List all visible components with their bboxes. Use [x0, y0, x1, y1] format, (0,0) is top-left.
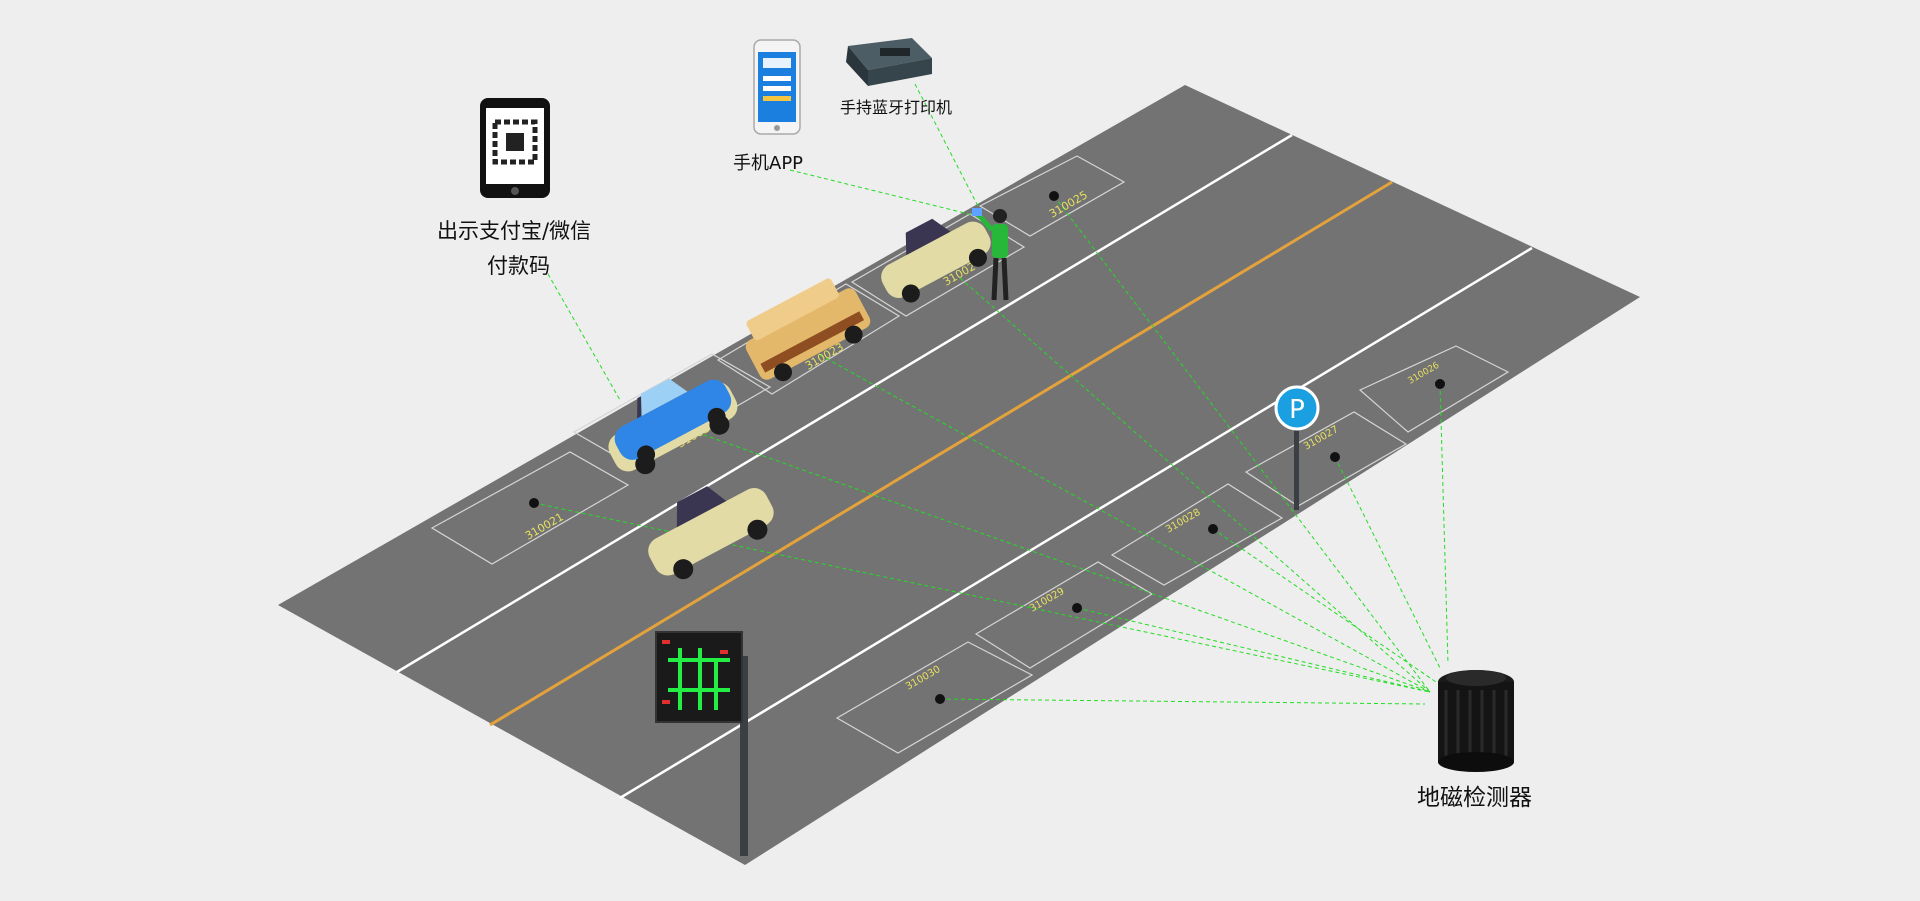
qr-phone-icon [480, 98, 550, 198]
dot-310030 [935, 694, 945, 704]
pay-label-line2: 付款码 [487, 254, 550, 278]
parking-sign-icon: P [1274, 385, 1320, 510]
road-surface [278, 85, 1640, 865]
signal-310028 [1212, 528, 1437, 683]
lane-line-left [396, 133, 1293, 674]
car-icon [648, 486, 774, 580]
signal-app [789, 169, 986, 219]
detector-label: 地磁检测器 [1417, 785, 1532, 811]
signal-printer [914, 83, 981, 211]
dot-310027 [1330, 452, 1340, 462]
dot-310029 [1072, 603, 1082, 613]
geomagnetic-detector-icon [1438, 670, 1514, 772]
pay-label-line1: 出示支付宝/微信 [437, 219, 592, 243]
printer-label: 手持蓝牙打印机 [840, 98, 953, 117]
bay-310028 [1110, 483, 1284, 586]
parking-sign-text: P [1289, 395, 1305, 425]
signal-lines [533, 83, 1449, 705]
dot-310025 [1049, 191, 1059, 201]
dot-310021 [529, 498, 539, 508]
dot-310028 [1208, 524, 1218, 534]
smartphone-app-icon [753, 39, 801, 135]
bay-310021 [430, 451, 630, 565]
lane-line-right [619, 246, 1533, 800]
signal-310025 [1053, 195, 1431, 693]
bluetooth-printer-icon [846, 38, 932, 86]
signal-310029 [1076, 607, 1431, 693]
app-label: 手机APP [733, 153, 804, 174]
guidance-screen-icon [655, 631, 748, 856]
center-line [489, 180, 1393, 727]
signal-qr [547, 273, 621, 401]
signal-310027 [1334, 456, 1441, 669]
car-icon [745, 278, 871, 382]
detector-dots [529, 191, 1445, 704]
dot-310026 [1435, 379, 1445, 389]
signal-310024 [959, 277, 1431, 693]
signal-310026 [1439, 383, 1449, 665]
car-icon [614, 378, 732, 464]
car-icon [881, 218, 991, 303]
bay-310026 [1358, 345, 1510, 433]
bay-310030 [835, 641, 1034, 754]
parking-attendant-icon [972, 208, 1009, 301]
signal-310022 [689, 429, 1431, 693]
signal-310021 [533, 502, 1431, 693]
signal-310030 [939, 698, 1426, 705]
bay-310025 [978, 155, 1126, 237]
